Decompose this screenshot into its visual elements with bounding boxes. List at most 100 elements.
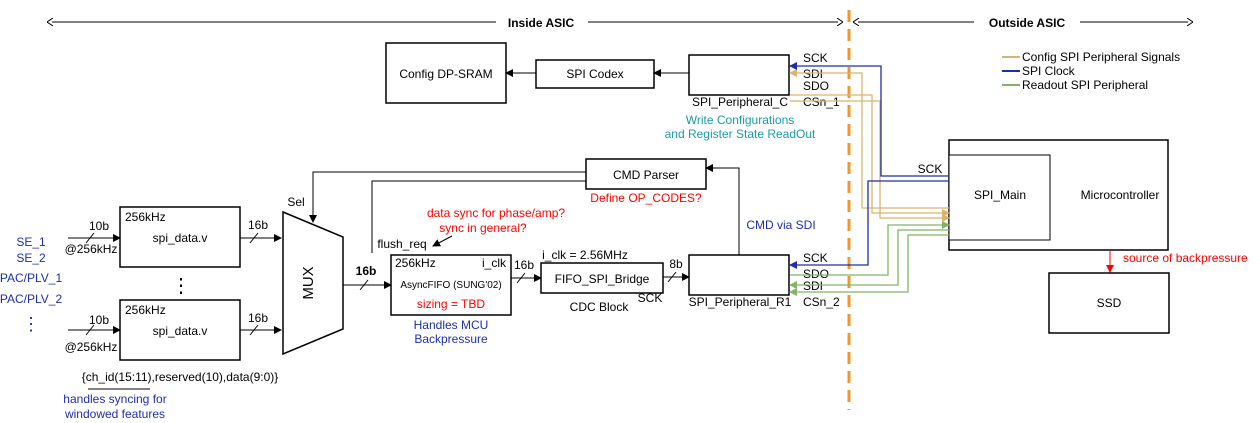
- c-pin-sck: SCK: [803, 51, 828, 65]
- input1-width: 10b: [89, 219, 109, 233]
- clock-to-r1-wire: [789, 180, 949, 269]
- cmd-via-sdi-label: CMD via SDI: [746, 218, 815, 232]
- mux-sel-label: Sel: [287, 195, 304, 209]
- fifo-note-line1: Handles MCU: [414, 318, 489, 332]
- input2-bus-slash: [85, 324, 95, 336]
- input1-bus-slash: [85, 232, 95, 244]
- spi-data-2-width: 16b: [248, 311, 268, 325]
- input1-rate: @256kHz: [65, 242, 118, 256]
- data-sync-note-line2: sync in general?: [439, 221, 527, 235]
- bridge-out-bus-slash: [667, 271, 677, 283]
- mux-shape: [282, 210, 344, 356]
- async-fifo-block: [390, 254, 512, 316]
- r1-to-cmd-parser-wire: [705, 164, 740, 255]
- fifo-out-bus-slash: [516, 272, 526, 284]
- async-fifo-sizing: sizing = TBD: [417, 297, 485, 311]
- r1-pin-sdi: SDI: [803, 279, 823, 293]
- spi-codex-block: [535, 59, 655, 89]
- bridge-clk-note: i_clk = 2.56MHz: [542, 248, 628, 262]
- ssd-label: SSD: [1097, 296, 1122, 310]
- r1-pin-sck: SCK: [803, 251, 828, 265]
- spi-data-block-1: [119, 206, 241, 268]
- clock-to-c-wire: [789, 62, 949, 177]
- config-dp-sram-block: [385, 42, 507, 104]
- fifo-spi-bridge-block: [540, 262, 664, 294]
- spi-clock-wires: [789, 62, 949, 269]
- input2-rate: @256kHz: [65, 340, 118, 354]
- r1-pin-sdo: SDO: [803, 267, 829, 281]
- spi-data-block-2: [119, 299, 241, 361]
- inside-asic-label: Inside ASIC: [508, 16, 575, 30]
- sync-note-line2: windowed features: [64, 407, 165, 421]
- spi-c-note-line1: Write Configurations: [686, 113, 795, 127]
- cdc-block-label: CDC Block: [570, 300, 630, 314]
- legend-label-readout: Readout SPI Peripheral: [1022, 78, 1148, 92]
- spi-data-block-2-freq: 256kHz: [125, 303, 166, 317]
- readout-spi-wires: [789, 221, 950, 296]
- spi-c-note-line2: and Register State ReadOut: [665, 127, 816, 141]
- readout-sdi-wire: [789, 229, 949, 289]
- microcontroller-label: Microcontroller: [1081, 188, 1160, 202]
- c-pin-csn1: CSn_1: [803, 95, 840, 109]
- bridge-out-width: 8b: [669, 257, 683, 271]
- mux-out-bus-slash: [359, 279, 369, 291]
- spi-data-block-1-freq: 256kHz: [125, 210, 166, 224]
- mcu-sck-label: SCK: [918, 162, 943, 176]
- spi-main-block: [948, 154, 1051, 241]
- data-sync-note-line1: data sync for phase/amp?: [427, 206, 565, 220]
- config-csn1-wire: [790, 100, 950, 222]
- spi-data-2-bus-slash: [249, 324, 259, 336]
- async-fifo-clk: i_clk: [482, 256, 507, 270]
- input-label-se2: SE_2: [16, 251, 46, 265]
- config-dp-sram-label: Config DP-SRAM: [399, 67, 492, 81]
- spi-peripheral-r1-block: [688, 254, 790, 296]
- input2-width: 10b: [89, 313, 109, 327]
- spi-peripheral-c-block: [688, 54, 790, 96]
- fifo-out-width: 16b: [514, 258, 534, 272]
- legend-label-config: Config SPI Peripheral Signals: [1022, 50, 1180, 64]
- input-label-pac2: PAC/PLV_2: [0, 292, 62, 306]
- legend: Config SPI Peripheral Signals SPI Clock …: [1002, 50, 1180, 92]
- mux-out-width: 16b: [356, 264, 377, 278]
- async-fifo-freq: 256kHz: [395, 256, 436, 270]
- c-pin-sdo: SDO: [803, 79, 829, 93]
- spi-data-block-2-name: spi_data.v: [153, 324, 208, 338]
- config-sdi-wire: [789, 69, 949, 209]
- config-spi-wires: [789, 69, 950, 222]
- spi-data-block-1-name: spi_data.v: [153, 231, 208, 245]
- r1-pin-csn2: CSn_2: [803, 295, 840, 309]
- spi-data-1-bus-slash: [249, 232, 259, 244]
- spi-main-label: SPI_Main: [974, 188, 1026, 202]
- async-fifo-name: AsyncFIFO (SUNG'02): [400, 280, 501, 291]
- data-sync-note-arrow: [432, 235, 453, 247]
- cmd-parser-to-mux-sel-wire: [309, 171, 586, 223]
- fifo-note-line2: Backpressure: [414, 332, 488, 346]
- data-format-label: {ch_id(15:11),reserved(10),data(9:0)}: [82, 370, 279, 384]
- fifo-spi-bridge-label: FIFO_SPI_Bridge: [555, 272, 650, 286]
- legend-label-clock: SPI Clock: [1022, 64, 1076, 78]
- config-sdo-wire: [790, 94, 950, 217]
- outside-asic-label: Outside ASIC: [989, 16, 1066, 30]
- spi-data-more-dots: ⋮: [171, 275, 191, 297]
- flush-req-label: flush_req: [377, 237, 426, 251]
- c-pin-sdi: SDI: [803, 67, 823, 81]
- input-label-pac1: PAC/PLV_1: [0, 271, 62, 285]
- mux-label: MUX: [300, 266, 317, 299]
- cmd-parser-label: CMD Parser: [613, 168, 679, 182]
- input-label-se1: SE_1: [16, 235, 46, 249]
- spi-peripheral-r1-name: SPI_Peripheral_R1: [689, 295, 792, 309]
- readout-sdo-wire: [790, 221, 950, 276]
- cmd-parser-note: Define OP_CODES?: [590, 191, 702, 205]
- input-more-dots: ⋮: [22, 314, 40, 334]
- readout-csn2-wire: [789, 234, 949, 296]
- spi-data-1-width: 16b: [248, 218, 268, 232]
- backpressure-note: source of backpressure: [1123, 251, 1248, 265]
- bridge-sck-label: SCK: [638, 291, 663, 305]
- flush-req-wire: [371, 180, 586, 237]
- cmd-parser-block: [585, 158, 707, 190]
- ssd-block: [1048, 272, 1170, 334]
- sync-note-line1: handles syncing for: [63, 392, 166, 406]
- spi-peripheral-c-name: SPI_Peripheral_C: [692, 95, 788, 109]
- spi-codex-label: SPI Codex: [566, 67, 623, 81]
